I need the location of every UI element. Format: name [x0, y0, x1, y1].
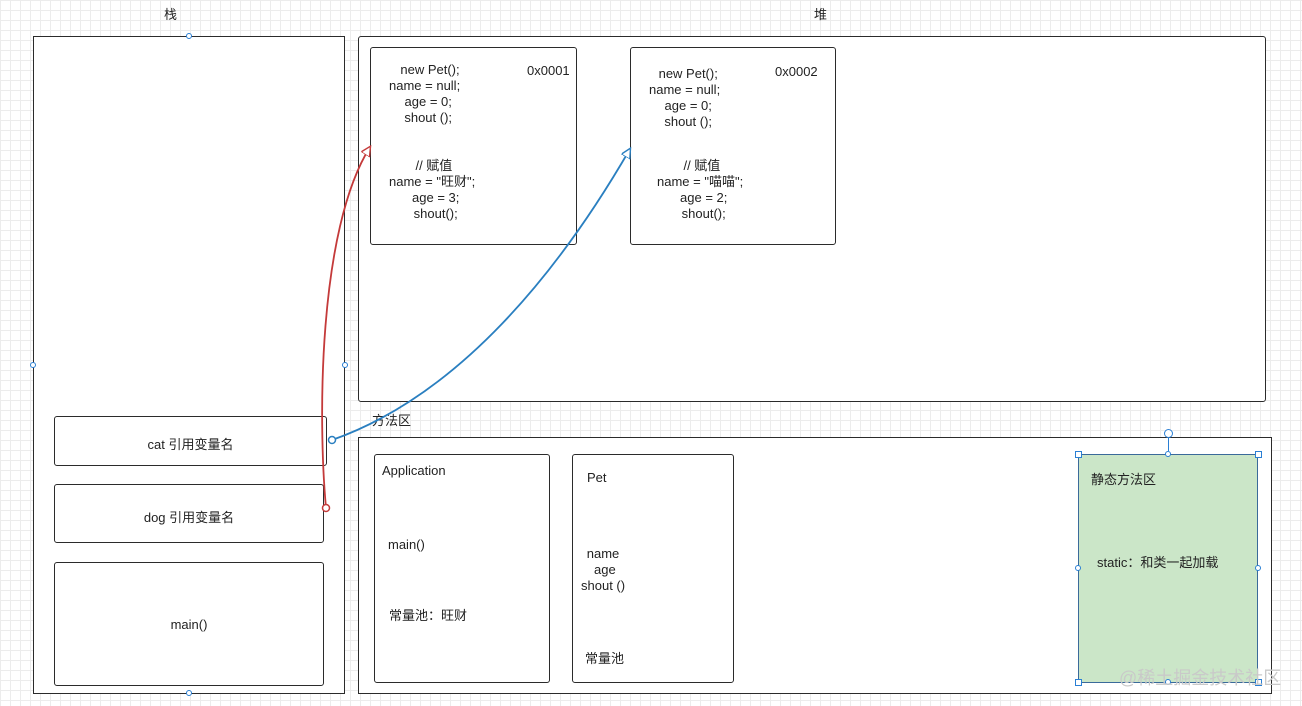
application-main: main() [388, 537, 425, 552]
stack-connector-right[interactable] [342, 362, 348, 368]
stack-label: 栈 [164, 7, 178, 22]
stack-main-text: main() [170, 617, 208, 632]
resize-handle-top-right[interactable] [1255, 451, 1262, 458]
dog-arrow-start-point [321, 503, 331, 513]
resize-handle-bottom[interactable] [1165, 679, 1171, 685]
watermark: @稀土掘金技术社区 [1119, 668, 1282, 688]
cat-arrow-start-point [327, 435, 337, 445]
heap-label: 堆 [814, 7, 828, 22]
cat-reference-arrow[interactable] [331, 149, 630, 441]
rotate-handle[interactable] [1164, 429, 1173, 438]
heap-object-1-assign: // 赋值 name = "旺财"; age = 3; shout(); [389, 158, 476, 221]
class-pet[interactable]: Pet name age shout () 常量池 [572, 454, 734, 683]
heap-object-pet-2[interactable]: 0x0002 new Pet(); name = null; age = 0; … [630, 47, 836, 245]
static-area-title: 静态方法区 [1091, 472, 1157, 487]
heap-object-pet-1[interactable]: 0x0001 new Pet(); name = null; age = 0; … [370, 47, 577, 245]
stack-frame-main[interactable]: main() [54, 562, 324, 686]
dog-ref-text: dog 引用变量名 [143, 510, 235, 525]
rotate-handle-stem [1168, 436, 1169, 451]
cat-ref-text: cat 引用变量名 [147, 437, 234, 452]
application-const-pool: 常量池：旺财 [389, 608, 468, 623]
dog-reference-arrow[interactable] [321, 147, 370, 509]
heap-object-1-init: new Pet(); name = null; age = 0; shout (… [389, 62, 461, 125]
resize-handle-top-left[interactable] [1075, 451, 1082, 458]
pet-members: name age shout () [581, 546, 626, 593]
pet-const-pool: 常量池 [585, 651, 625, 666]
resize-handle-bottom-right[interactable] [1255, 679, 1262, 686]
heap-object-1-address: 0x0001 [527, 63, 570, 78]
class-application[interactable]: Application main() 常量池：旺财 [374, 454, 550, 683]
resize-handle-bottom-left[interactable] [1075, 679, 1082, 686]
stack-frame-cat[interactable]: cat 引用变量名 [54, 416, 327, 466]
pet-title: Pet [587, 470, 607, 485]
resize-handle-top[interactable] [1165, 451, 1171, 457]
stack-frame-dog[interactable]: dog 引用变量名 [54, 484, 324, 543]
stack-connector-left[interactable] [30, 362, 36, 368]
stack-connector-bottom[interactable] [186, 690, 192, 696]
application-title: Application [382, 463, 446, 478]
resize-handle-right[interactable] [1255, 565, 1261, 571]
resize-handle-left[interactable] [1075, 565, 1081, 571]
static-area-desc: static：和类一起加载 [1097, 555, 1219, 570]
stack-connector-top[interactable] [186, 33, 192, 39]
heap-object-2-assign: // 赋值 name = "喵喵"; age = 2; shout(); [657, 158, 744, 221]
heap-object-2-init: new Pet(); name = null; age = 0; shout (… [649, 66, 721, 129]
heap-object-2-address: 0x0002 [775, 64, 818, 79]
method-area-label: 方法区 [372, 413, 412, 428]
